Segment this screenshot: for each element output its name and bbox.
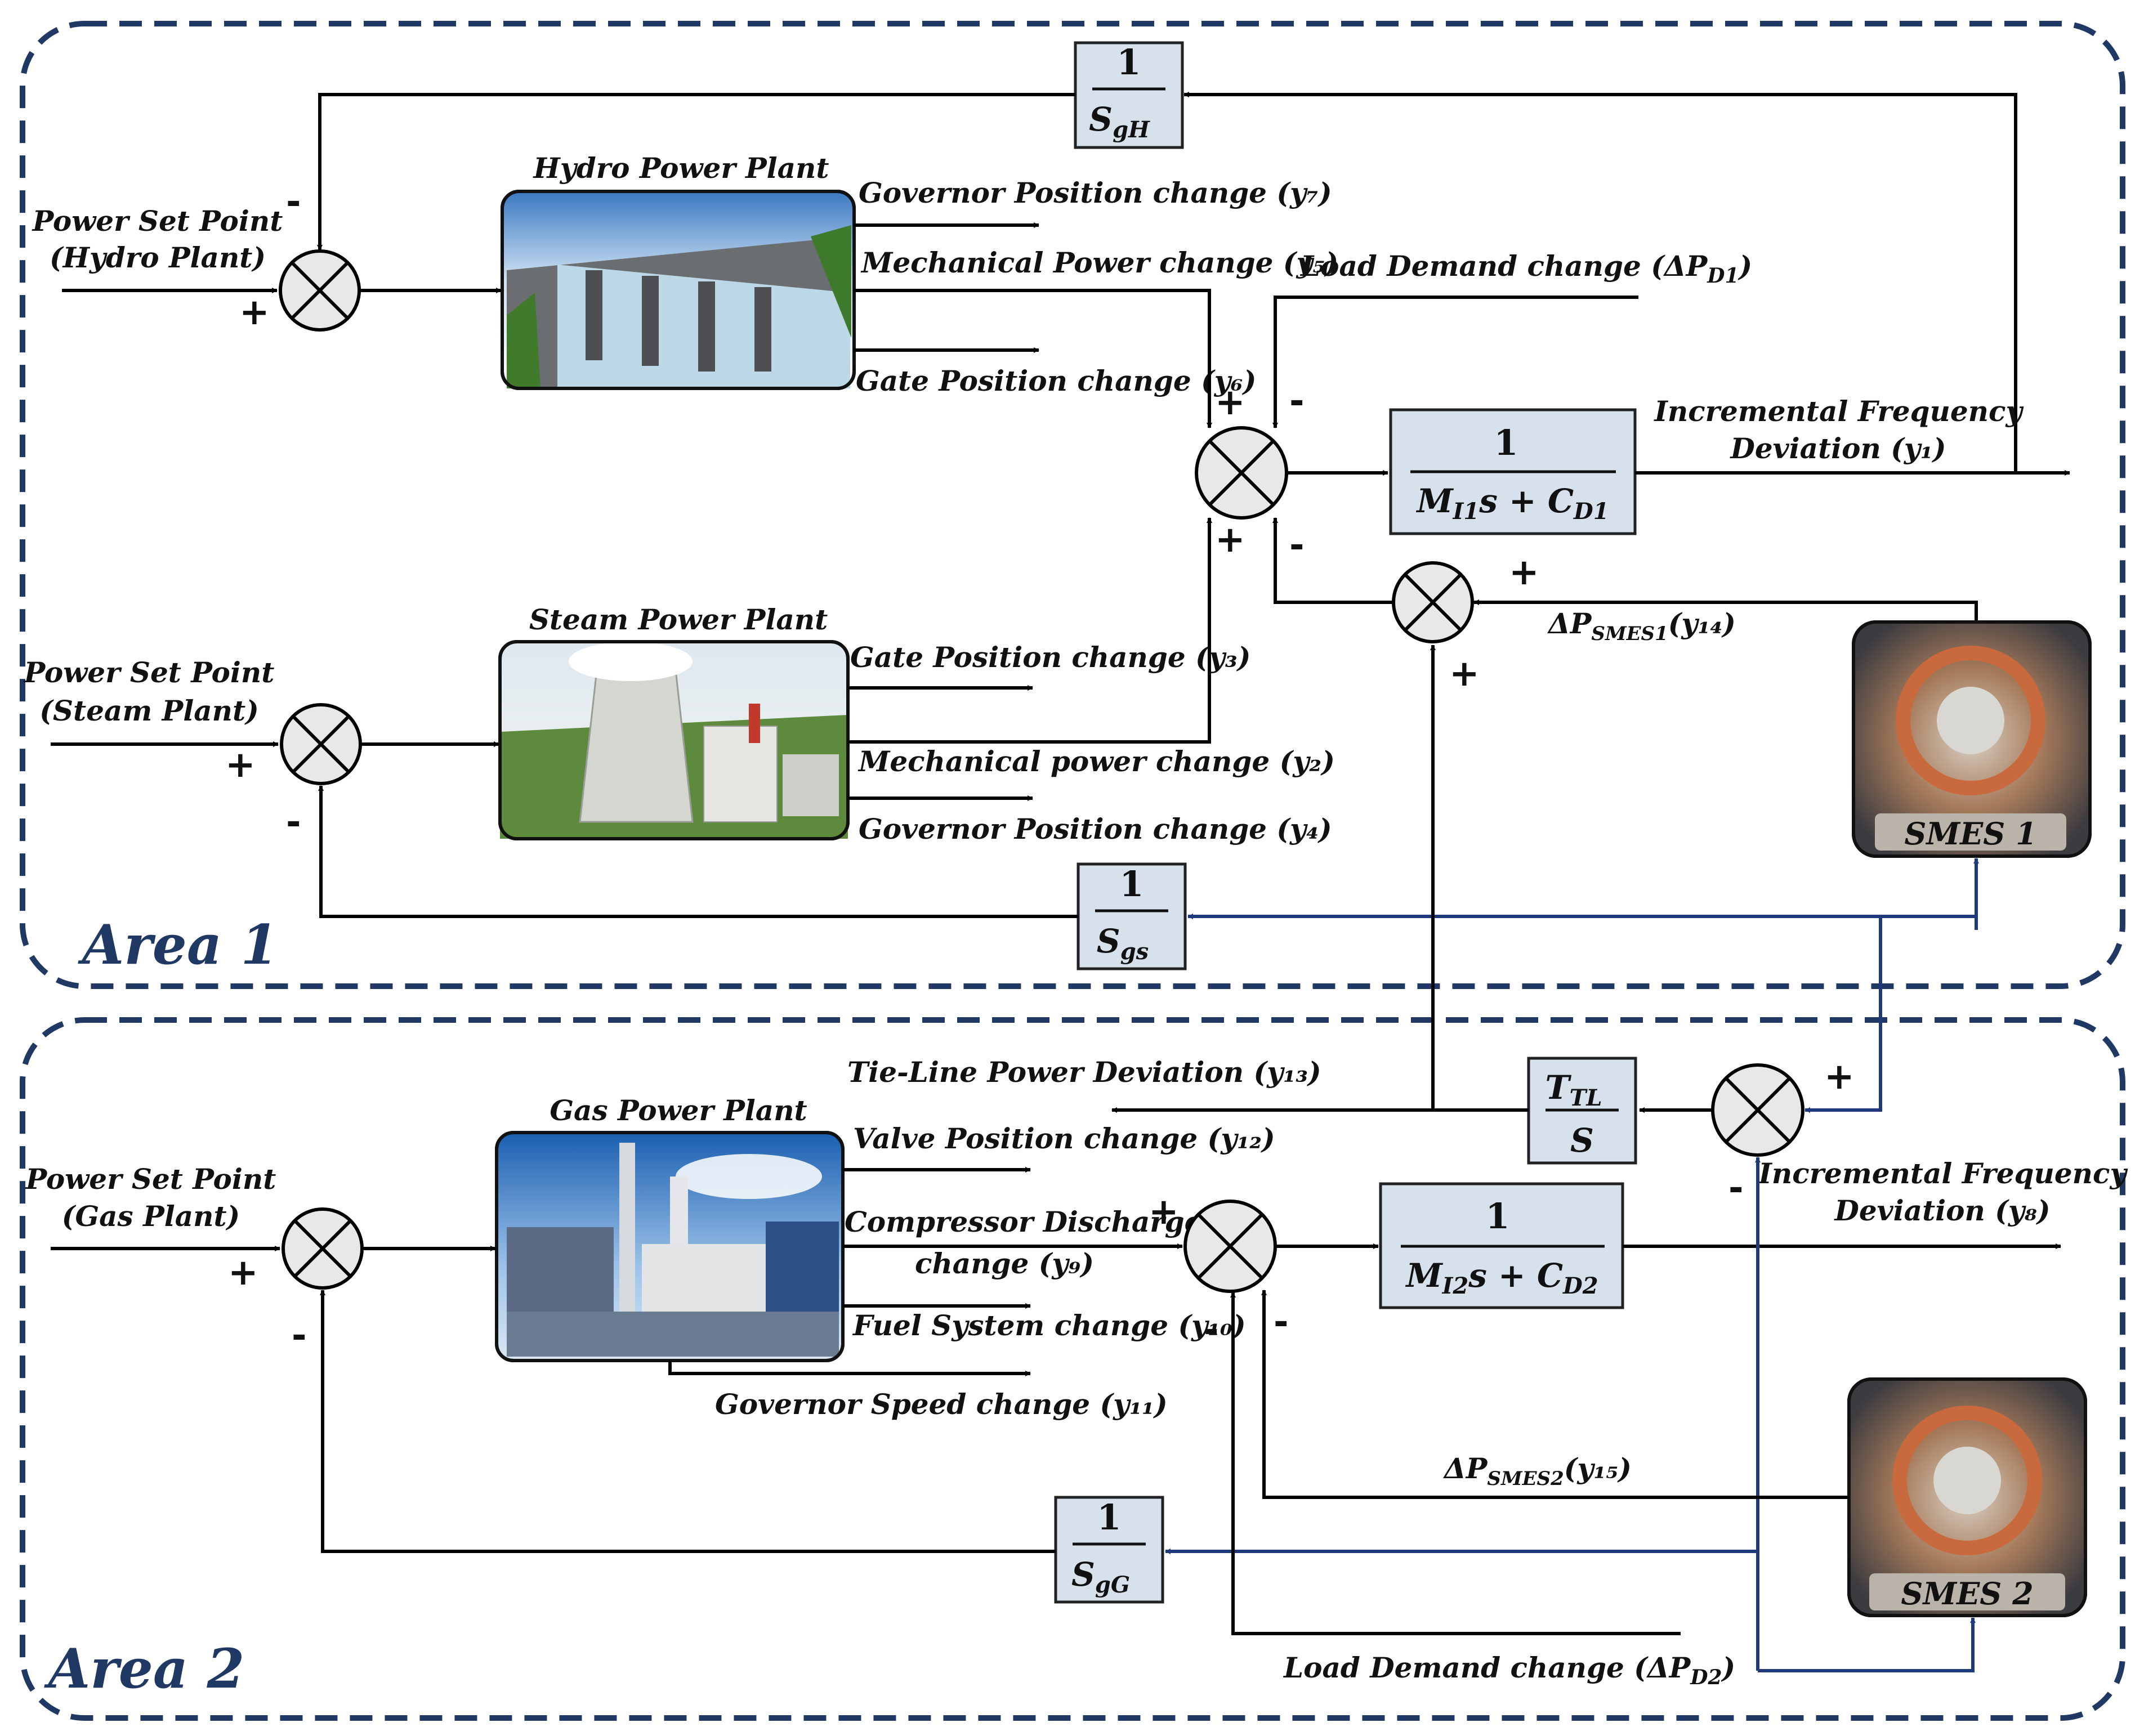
- smes1-image: [1852, 620, 2092, 858]
- gas-output-y9-1: Compressor Discharge: [845, 1205, 1202, 1238]
- svg-text:1: 1: [1494, 422, 1518, 463]
- sign: +: [1824, 1056, 1855, 1098]
- gas-summing-junction: [282, 1207, 364, 1290]
- smes1-label: SMES 1: [1904, 816, 2036, 852]
- steam-plant-image: [498, 640, 850, 840]
- smes2-image: [1847, 1377, 2087, 1617]
- load-demand-2-label: Load Demand change (ΔPD2): [1283, 1651, 1735, 1689]
- sign: +: [1449, 653, 1480, 695]
- svg-text:1: 1: [1097, 1497, 1121, 1538]
- hydro-plant-title: Hydro Power Plant: [533, 151, 829, 185]
- freq-dev-2-label-2: Deviation (y₈): [1833, 1194, 2050, 1227]
- gas-output-y9-2: change (y₉): [915, 1247, 1094, 1280]
- steam-output-y4: Governor Position change (y₄): [859, 812, 1332, 845]
- gas-output-y12: Valve Position change (y₁₂): [853, 1122, 1275, 1155]
- sign: +: [1509, 552, 1539, 593]
- area2-label: Area 2: [44, 1637, 245, 1701]
- svg-text:1: 1: [1116, 42, 1141, 83]
- svg-text:S: S: [1570, 1121, 1594, 1160]
- svg-text:TTL: TTL: [1545, 1068, 1602, 1111]
- freq-dev-1-label-2: Deviation (y₁): [1729, 432, 1946, 465]
- hydro-output-y6: Gate Position change (y₆): [856, 364, 1256, 397]
- tie-line-summing-junction: [1711, 1063, 1804, 1157]
- freq-dev-2-label-1: Incremental Frequency: [1757, 1157, 2128, 1190]
- sign: -: [286, 802, 301, 843]
- hydro-output-y7: Governor Position change (y₇): [859, 176, 1332, 209]
- block-1-over-sgs: 1 Sgs: [1077, 862, 1187, 970]
- steam-setpoint-label-2: (Steam Plant): [39, 694, 258, 727]
- svg-text:MI1s + CD1: MI1s + CD1: [1415, 482, 1609, 525]
- sign: +: [1215, 382, 1245, 423]
- block-area1-inertia: 1 MI1s + CD1: [1389, 408, 1637, 535]
- area2-frame: [20, 1017, 2125, 1721]
- sign: -: [286, 181, 301, 223]
- svg-text:Sgs: Sgs: [1097, 922, 1149, 965]
- gas-setpoint-label-1: Power Set Point: [25, 1162, 276, 1196]
- steam-output-y3: Gate Position change (y₃): [850, 641, 1250, 674]
- svg-text:SgH: SgH: [1089, 100, 1150, 143]
- gas-setpoint-label-2: (Gas Plant): [62, 1200, 240, 1233]
- block-1-over-sgg: 1 SgG: [1054, 1496, 1164, 1604]
- sign: +: [239, 292, 270, 333]
- svg-text:1: 1: [1485, 1196, 1509, 1237]
- block-1-over-sgh: 1 SgH: [1074, 41, 1184, 149]
- svg-text:SgG: SgG: [1071, 1555, 1130, 1598]
- steam-setpoint-label-1: Power Set Point: [23, 656, 275, 689]
- load-demand-1-label: Load Demand change (ΔPD1): [1299, 249, 1752, 288]
- sign: +: [1215, 519, 1245, 561]
- sign: -: [1289, 381, 1305, 422]
- sign: -: [1289, 525, 1305, 566]
- steam-plant-title: Steam Power Plant: [529, 603, 828, 636]
- area1-frame: [20, 21, 2125, 989]
- hydro-summing-junction: [279, 249, 361, 332]
- sign: -: [292, 1315, 307, 1357]
- steam-summing-junction: [280, 703, 362, 785]
- hydro-setpoint-label-1: Power Set Point: [32, 204, 283, 238]
- smes1-summing-junction: [1392, 561, 1474, 643]
- hydro-plant-image: [501, 190, 856, 390]
- gas-plant-image: [495, 1131, 845, 1362]
- area1-main-summing-junction: [1195, 426, 1288, 520]
- area1-label: Area 1: [78, 913, 279, 977]
- svg-text:MI2s + CD2: MI2s + CD2: [1405, 1256, 1598, 1299]
- hydro-setpoint-label-2: (Hydro Plant): [50, 241, 266, 274]
- tie-line-label: Tie-Line Power Deviation (y₁₃): [847, 1055, 1321, 1089]
- area2-main-summing-junction: [1183, 1200, 1277, 1293]
- gas-output-y11: Governor Speed change (y₁₁): [715, 1388, 1168, 1421]
- smes2-label: SMES 2: [1901, 1576, 2033, 1612]
- sign: -: [1274, 1301, 1289, 1343]
- freq-dev-1-label-1: Incremental Frequency: [1653, 395, 2024, 428]
- sign: -: [1204, 1309, 1219, 1351]
- sign: +: [228, 1252, 258, 1294]
- sign: +: [1149, 1191, 1179, 1233]
- smes1-signal-label: ΔPSMES1(y₁₄): [1547, 607, 1736, 645]
- gas-output-y10: Fuel System change (y₁₀): [852, 1309, 1246, 1342]
- sign: +: [225, 744, 256, 786]
- smes2-signal-label: ΔPSMES2(y₁₅): [1442, 1452, 1632, 1490]
- hydro-output-y5: Mechanical Power change (y₅): [860, 246, 1338, 279]
- steam-output-y2: Mechanical power change (y₂): [857, 745, 1335, 778]
- sign: -: [1728, 1167, 1744, 1209]
- svg-text:1: 1: [1119, 863, 1144, 905]
- block-area2-inertia: 1 MI2s + CD2: [1379, 1182, 1624, 1309]
- gas-plant-title: Gas Power Plant: [550, 1094, 807, 1127]
- block-ttl-over-s: TTL S: [1527, 1057, 1637, 1165]
